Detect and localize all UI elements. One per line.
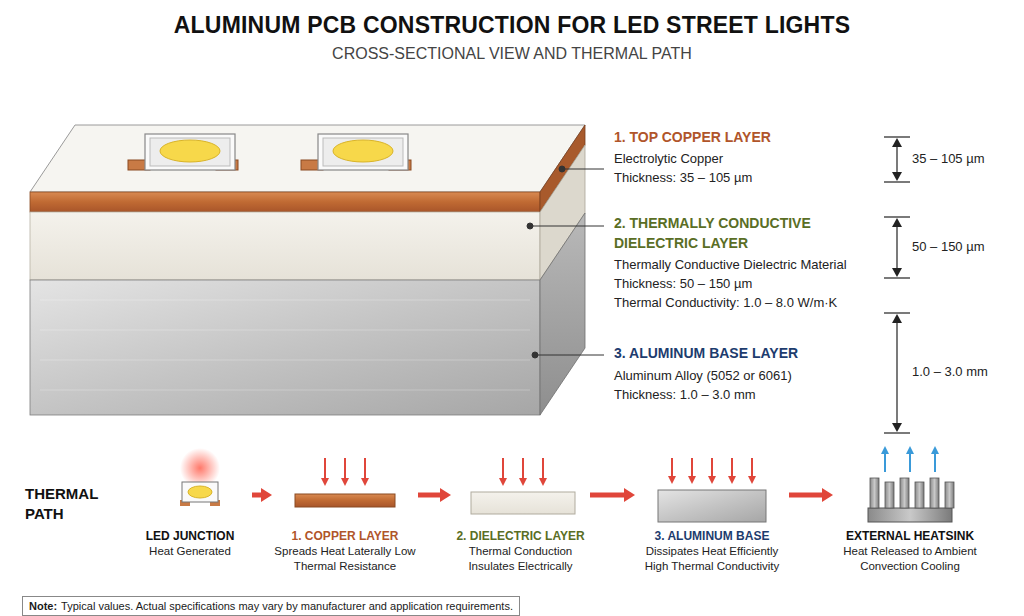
step-title: EXTERNAL HEATSINK <box>835 528 985 544</box>
layer-conductivity: Thermal Conductivity: 1.0 – 8.0 W/m·K <box>614 293 837 312</box>
layer-heading: 1. TOP COPPER LAYER <box>614 127 874 147</box>
brushed-texture <box>40 300 530 390</box>
step-title: 1. COPPER LAYER <box>274 528 416 544</box>
path-step: LED JUNCTIONHeat Generated <box>130 440 250 559</box>
path-step: 3. ALUMINUM BASEDissipates Heat Efficien… <box>637 440 787 574</box>
dielectric-layer-front <box>30 212 540 280</box>
aluminum-base-side <box>540 213 585 415</box>
path-icon <box>130 440 270 528</box>
layer-thickness: Thickness: 35 – 105 µm <box>614 168 752 187</box>
dimension-label: 1.0 – 3.0 mm <box>912 364 988 379</box>
layer-heading: 3. ALUMINUM BASE LAYER <box>614 343 874 363</box>
led-package <box>128 134 238 170</box>
note-text: Typical values. Actual specifications ma… <box>61 600 513 612</box>
step-description: Thermal Conduction Insulates Electricall… <box>453 544 588 574</box>
copper-layer-front <box>30 192 540 212</box>
subtitle: CROSS-SECTIONAL VIEW AND THERMAL PATH <box>312 45 712 63</box>
step-title: LED JUNCTION <box>130 528 250 544</box>
step-title: 2. DIELECTRIC LAYER <box>453 528 588 544</box>
led-package <box>301 134 411 170</box>
thermal-arrow <box>789 488 833 502</box>
layer-thickness: Thickness: 50 – 150 µm <box>614 274 752 293</box>
dimension-label: 35 – 105 µm <box>912 151 985 166</box>
dimension-label: 50 – 150 µm <box>912 239 985 254</box>
path-step: 1. COPPER LAYERSpreads Heat Laterally Lo… <box>274 440 416 574</box>
path-icon <box>275 440 415 528</box>
thermal-arrow <box>590 488 635 502</box>
dimension-bar <box>884 137 910 433</box>
step-description: Spreads Heat Laterally Low Thermal Resis… <box>274 544 416 574</box>
path-step: EXTERNAL HEATSINKHeat Released to Ambien… <box>835 440 985 574</box>
layer-thickness: Thickness: 1.0 – 3.0 mm <box>614 385 756 404</box>
layer-heading: 2. THERMALLY CONDUCTIVE DIELECTRIC LAYER <box>614 213 876 253</box>
layer-material: Electrolytic Copper <box>614 149 723 168</box>
step-title: 3. ALUMINUM BASE <box>637 528 787 544</box>
diagram-title: ALUMINUM PCB CONSTRUCTION FOR LED STREET… <box>0 12 1024 39</box>
thermal-arrow <box>418 488 451 502</box>
step-description: Heat Generated <box>130 544 250 559</box>
path-step: 2. DIELECTRIC LAYERThermal Conduction In… <box>453 440 588 574</box>
section-label: THERMAL PATH <box>25 484 113 524</box>
layer-material: Thermally Conductive Dielectric Material <box>614 255 847 274</box>
path-icon <box>840 440 980 528</box>
path-icon <box>453 440 593 528</box>
path-icon <box>642 440 782 528</box>
thermal-arrow <box>252 488 272 502</box>
note-label: Note: <box>29 600 57 612</box>
note-box: Note: Typical values. Actual specificatio… <box>22 596 520 616</box>
leader-line <box>527 166 604 358</box>
aluminum-base-front <box>30 280 540 415</box>
step-description: Dissipates Heat Efficiently High Thermal… <box>637 544 787 574</box>
board-top-face <box>30 125 585 192</box>
layer-material: Aluminum Alloy (5052 or 6061) <box>614 366 792 385</box>
step-description: Heat Released to Ambient Convection Cool… <box>835 544 985 574</box>
